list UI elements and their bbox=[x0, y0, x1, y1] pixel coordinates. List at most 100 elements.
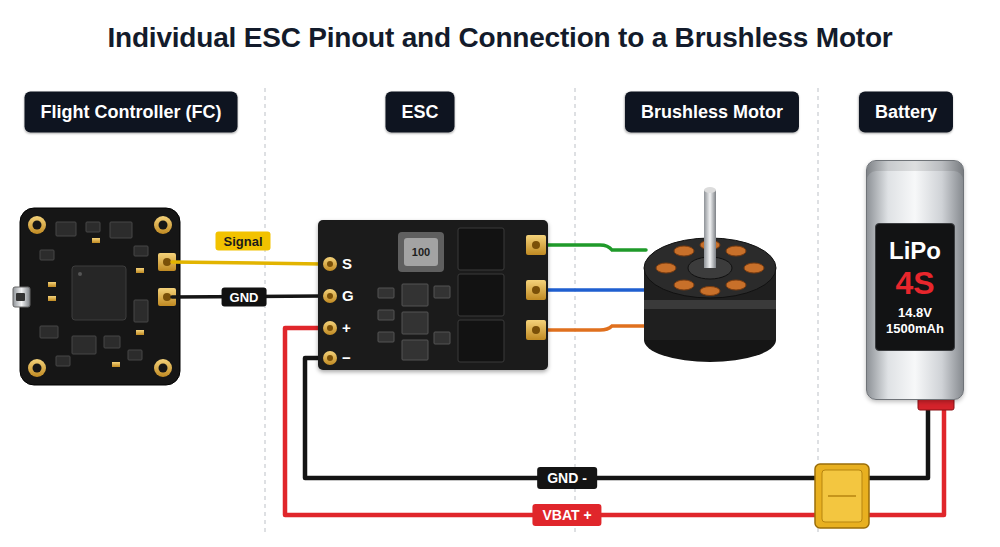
flight-controller-board bbox=[136, 268, 144, 273]
separator-line bbox=[264, 88, 265, 535]
signal-wire bbox=[172, 262, 322, 264]
flight-controller-board bbox=[78, 272, 82, 276]
flight-controller-board bbox=[86, 222, 100, 232]
flight-controller-board bbox=[72, 336, 96, 354]
brushless-motor bbox=[644, 300, 776, 309]
smd-component bbox=[402, 312, 428, 334]
inductor bbox=[404, 238, 438, 266]
lipo-battery: LiPo4S14.8V 1500mAh bbox=[866, 160, 964, 400]
flight-controller-board bbox=[48, 282, 56, 287]
xt60-connector bbox=[815, 464, 869, 528]
flight-controller-board bbox=[159, 364, 168, 373]
inductor bbox=[398, 232, 444, 272]
xt60-connector bbox=[822, 470, 862, 522]
flight-controller-board bbox=[40, 222, 148, 366]
pin-pad bbox=[323, 289, 337, 303]
brushless-motor bbox=[644, 187, 776, 362]
pin-pad bbox=[323, 257, 337, 365]
brushless-motor bbox=[674, 246, 694, 256]
header-text: Battery bbox=[875, 102, 937, 123]
section-header: ESC bbox=[385, 92, 454, 133]
flight-controller-board bbox=[48, 238, 144, 367]
pin-label: + bbox=[342, 319, 351, 337]
header-text: Brushless Motor bbox=[641, 102, 783, 123]
flight-controller-board bbox=[163, 258, 171, 266]
section-header: Flight Controller (FC) bbox=[25, 92, 238, 133]
signal-wire bbox=[172, 262, 322, 264]
flight-controller-board bbox=[154, 216, 172, 234]
brushless-motor bbox=[656, 263, 676, 273]
flight-controller-board bbox=[13, 287, 30, 307]
brushless-motor bbox=[700, 287, 720, 296]
pin-pad bbox=[327, 355, 333, 361]
inductor-marking: 100 bbox=[412, 246, 430, 259]
mosfet bbox=[458, 320, 504, 362]
flight-controller-board bbox=[110, 222, 132, 238]
pin-pad bbox=[327, 261, 333, 267]
xt60-connector bbox=[828, 495, 856, 497]
diagram-title: Individual ESC Pinout and Connection to … bbox=[107, 22, 892, 54]
ground-label: GND bbox=[222, 288, 267, 307]
pin-pad bbox=[327, 293, 333, 299]
motor-phase-wire bbox=[546, 245, 646, 330]
pin-label: G bbox=[342, 287, 354, 305]
flight-controller-board bbox=[33, 364, 42, 373]
flight-controller-board bbox=[92, 238, 100, 243]
smd-component bbox=[402, 340, 428, 360]
smd-component bbox=[402, 284, 428, 306]
mosfet bbox=[458, 228, 504, 362]
flight-controller-board bbox=[56, 222, 76, 236]
flight-controller-board bbox=[134, 246, 148, 256]
brushless-motor bbox=[704, 190, 716, 268]
flight-controller-board bbox=[154, 359, 172, 377]
ground-wire bbox=[305, 358, 928, 478]
brushless-motor bbox=[726, 280, 746, 290]
motor-phase-wire bbox=[546, 245, 646, 250]
section-header: Battery bbox=[859, 92, 953, 133]
phase-pad bbox=[532, 286, 540, 294]
flight-controller-board bbox=[28, 359, 46, 377]
mosfet bbox=[458, 228, 504, 270]
battery-spec: 14.8V 1500mAh bbox=[880, 305, 950, 337]
flight-controller-board bbox=[20, 208, 180, 385]
flight-controller-board bbox=[112, 362, 120, 367]
flight-controller-board bbox=[16, 293, 25, 301]
brushless-motor bbox=[674, 280, 694, 290]
wire-label: VBAT + bbox=[532, 504, 601, 526]
flight-controller-board bbox=[28, 216, 172, 377]
separator-line bbox=[265, 88, 818, 535]
brushless-motor bbox=[704, 187, 716, 193]
header-text: Flight Controller (FC) bbox=[41, 102, 222, 123]
flight-controller-board bbox=[56, 356, 70, 366]
flight-controller-board bbox=[40, 250, 54, 260]
flight-controller-board bbox=[13, 208, 180, 385]
smd-component bbox=[434, 332, 450, 344]
flight-controller-board bbox=[40, 326, 58, 338]
phase-pad bbox=[526, 280, 546, 300]
phase-pad bbox=[532, 241, 540, 249]
brushless-motor bbox=[726, 246, 746, 256]
signal-label: Signal bbox=[215, 232, 270, 251]
phase-pad bbox=[526, 235, 546, 255]
header-text: ESC bbox=[401, 102, 438, 123]
cell-count: 4S bbox=[895, 265, 934, 301]
flight-controller-board bbox=[104, 336, 120, 348]
phase-pad bbox=[532, 326, 540, 334]
flight-controller-board bbox=[134, 300, 148, 322]
motor-phase-wire bbox=[546, 288, 646, 292]
section-header: Brushless Motor bbox=[625, 92, 799, 133]
motor-phase-wire bbox=[546, 326, 646, 330]
flight-controller-board bbox=[48, 296, 56, 301]
pin-label: − bbox=[342, 349, 351, 367]
flight-controller-board bbox=[33, 221, 168, 373]
flight-controller-board bbox=[33, 221, 42, 230]
smd-component bbox=[378, 284, 450, 360]
wire-label: GND - bbox=[537, 467, 597, 489]
esc-board: SG+−100 bbox=[318, 220, 548, 370]
battery-label-panel: LiPo4S14.8V 1500mAh bbox=[875, 223, 955, 351]
xt60-connector bbox=[815, 464, 869, 528]
smd-component bbox=[378, 288, 394, 298]
flight-controller-board bbox=[28, 216, 46, 234]
pin-pad bbox=[323, 257, 337, 271]
